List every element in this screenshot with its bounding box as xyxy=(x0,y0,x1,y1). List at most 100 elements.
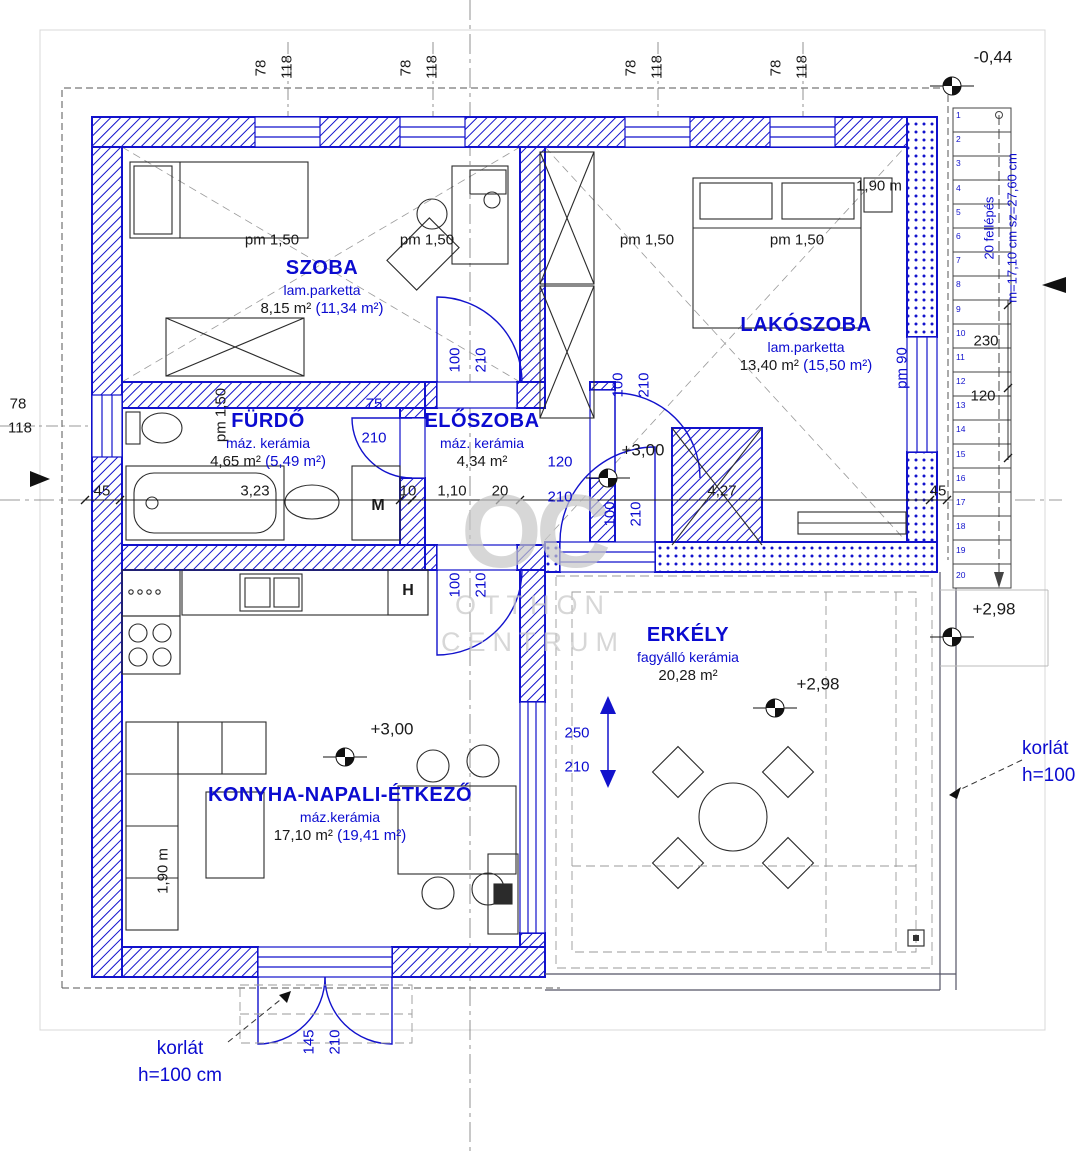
door-arc-lakoszoba xyxy=(614,392,701,479)
dim-chain: 1,10 xyxy=(437,482,467,500)
stairs-note-line2: m=17,10 cm sz=27,60 cm xyxy=(1004,153,1020,303)
railing-height: h=100 cm xyxy=(1022,764,1080,786)
room-area: 17,10 m² (19,41 m²) xyxy=(208,826,472,846)
parapet-label: pm 1,50 xyxy=(399,231,455,249)
door-dim: 210 xyxy=(547,488,573,506)
room-label-szoba: SZOBA lam.parketta 8,15 m² (11,34 m²) xyxy=(260,255,383,319)
drawing-frame xyxy=(39,29,1046,1031)
room-area-gross: (5,49 m²) xyxy=(265,453,326,471)
walls-dotted xyxy=(544,116,938,573)
dimension-lines xyxy=(80,300,1013,505)
railing-name: korlát xyxy=(1022,738,1069,759)
door-dim: 100 xyxy=(446,572,464,598)
room-area: 20,28 m² xyxy=(637,666,739,686)
railing-leaders xyxy=(227,759,1023,1043)
room-area-net: 20,28 m² xyxy=(658,667,718,685)
door-dim: 75 xyxy=(365,395,383,413)
window-dim-height: 118 xyxy=(423,55,441,79)
dresser xyxy=(165,317,305,377)
room-area: 4,34 m² xyxy=(424,452,539,472)
dim-chain: 20 xyxy=(491,482,509,500)
railing-leader-arrowheads xyxy=(279,787,961,1003)
washing-machine xyxy=(351,465,401,541)
dim-chain: 4,27 xyxy=(707,482,737,500)
stairs-note-line1: 20 fellépés xyxy=(981,196,997,260)
dim-right: 230 xyxy=(973,332,999,350)
room-area-net: 13,40 m² xyxy=(739,357,799,375)
entrance-door-opening xyxy=(257,946,393,978)
room-area: 4,65 m² (5,49 m²) xyxy=(210,452,326,472)
room-name: ERKÉLY xyxy=(646,624,730,646)
door-dim: 210 xyxy=(472,347,490,373)
door-arc-balcony xyxy=(559,446,656,543)
room-area: 13,40 m² (15,50 m²) xyxy=(740,356,873,376)
door-gap xyxy=(436,381,518,409)
railing-name: korlát xyxy=(156,1038,204,1059)
window-dim-height: 118 xyxy=(793,55,811,79)
parapet-label: pm 1,50 xyxy=(244,231,300,249)
balcony-table-set xyxy=(651,745,815,890)
level-landing: +2,98 xyxy=(972,599,1016,619)
level-roof: -0,44 xyxy=(973,47,1013,67)
room-area-gross: (19,41 m²) xyxy=(337,827,407,845)
window-dim-width: 78 xyxy=(9,395,27,413)
level-floor: +3,00 xyxy=(621,440,665,460)
door-gap xyxy=(436,544,518,571)
dim-chain: 3,23 xyxy=(240,482,270,500)
railing-label-left: korlát h=100 cm xyxy=(138,1036,222,1089)
window xyxy=(624,116,691,148)
balcony-door-opening xyxy=(559,541,656,573)
window-dim-width: 78 xyxy=(397,59,415,77)
room-label-furdo: FÜRDŐ máz. kerámia 4,65 m² (5,49 m²) xyxy=(210,408,326,472)
window-dim-width: 78 xyxy=(767,59,785,77)
door-arc-szoba xyxy=(436,296,523,383)
room-area-gross: (15,50 m²) xyxy=(803,357,873,375)
door-dim: 210 xyxy=(472,572,490,598)
room-name: KONYHA-NAPALI-ÉTKEZŐ xyxy=(207,784,473,806)
window xyxy=(254,116,321,148)
washbasin xyxy=(284,484,340,520)
room-name: FÜRDŐ xyxy=(231,410,305,432)
door-dim: 210 xyxy=(564,758,590,776)
balcony-door-dim-arrows xyxy=(600,696,616,788)
wardrobe xyxy=(539,151,595,419)
room-area-net: 17,10 m² xyxy=(273,827,333,845)
door-dim: 250 xyxy=(564,724,590,742)
room-area-net: 4,34 m² xyxy=(456,453,508,471)
toilet xyxy=(125,411,183,445)
shaft-x xyxy=(671,427,763,546)
room-area: 8,15 m² (11,34 m²) xyxy=(260,299,383,319)
cooktop xyxy=(121,589,181,675)
dim-chain: 45 xyxy=(93,482,111,500)
room-material: lam.parketta xyxy=(767,339,845,355)
room-diagonals xyxy=(121,146,906,541)
door-dim: 120 xyxy=(547,453,573,471)
window xyxy=(91,394,123,458)
window-dim-width: 78 xyxy=(252,59,270,77)
room-label-konyha: KONYHA-NAPALI-ÉTKEZŐ máz.kerámia 17,10 m… xyxy=(208,782,472,846)
window xyxy=(769,116,836,148)
door-dim: 100 xyxy=(446,347,464,373)
desk xyxy=(386,165,509,291)
door-gap xyxy=(399,417,426,479)
fridge-label: H xyxy=(402,582,414,599)
room-area-net: 8,15 m² xyxy=(260,300,312,318)
bed-single xyxy=(129,161,309,239)
tv-board xyxy=(797,511,907,535)
furniture xyxy=(121,151,907,935)
sideboard xyxy=(487,853,519,935)
dim-chain: 45 xyxy=(929,482,947,500)
level-balcony: +2,98 xyxy=(796,674,840,694)
parapet-label: pm 1,50 xyxy=(769,231,825,249)
bathtub xyxy=(125,465,285,541)
door-dim: 100 xyxy=(609,372,627,398)
door-dim: 210 xyxy=(627,501,645,527)
sofa xyxy=(125,721,267,931)
door-dim: 145 xyxy=(300,1029,318,1055)
parapet-label: pm 1,50 xyxy=(619,231,675,249)
room-material: máz. kerámia xyxy=(439,435,525,451)
railing-label-right: korlát h=100 cm xyxy=(1022,736,1080,789)
room-name: LAKÓSZOBA xyxy=(740,314,872,336)
room-material: lam.parketta xyxy=(283,282,361,298)
